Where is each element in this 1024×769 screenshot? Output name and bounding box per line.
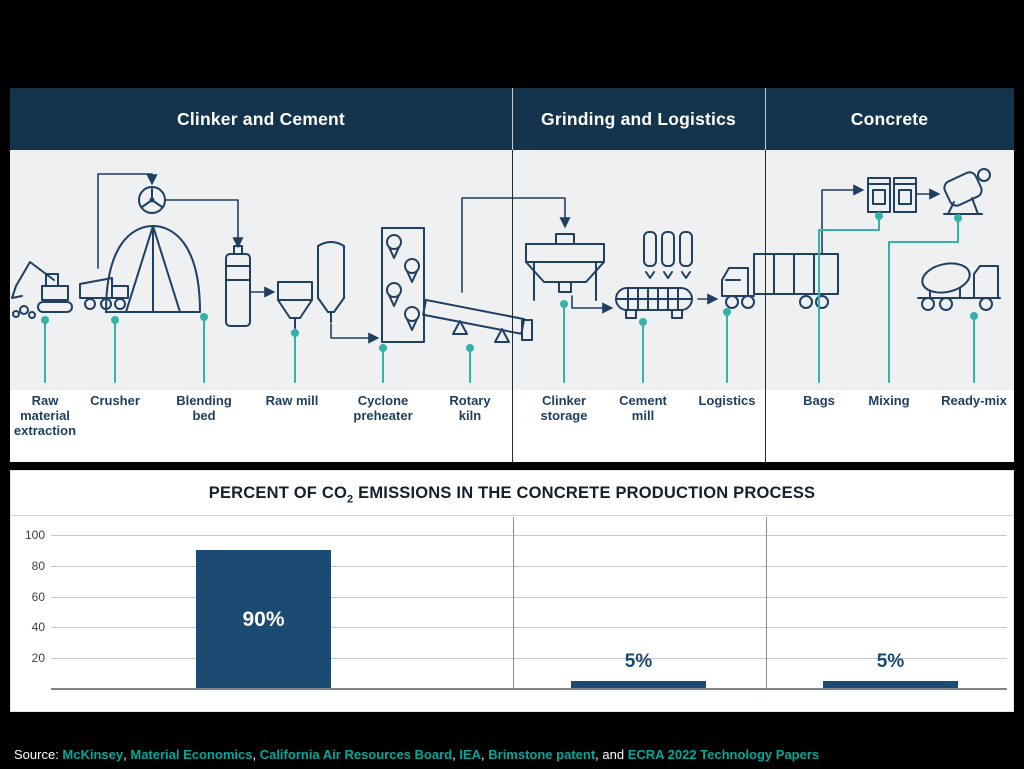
source-text: Source: McKinsey, Material Economics, Ca…	[14, 747, 819, 762]
source-link[interactable]: Material Economics	[130, 747, 253, 762]
silo-icon	[317, 241, 345, 323]
source-link[interactable]: Brimstone patent	[488, 747, 596, 762]
cement-bags-icon	[867, 177, 917, 213]
station-label-cement-mill: Cement mill	[619, 393, 667, 423]
section-divider-1	[512, 150, 513, 462]
station-label-raw-material-extraction: Raw material extraction	[13, 393, 77, 438]
process-illustration	[11, 168, 1001, 383]
header-divider-1	[512, 88, 513, 150]
clinker-storage-icon	[525, 233, 605, 301]
source-plain-text: Source:	[14, 747, 63, 762]
chart-section-divider-1	[513, 517, 514, 689]
station-label-bags: Bags	[803, 393, 835, 408]
chart-title-separator	[11, 515, 1013, 516]
station-connectors	[41, 212, 978, 383]
y-axis-tick-label: 20	[31, 651, 45, 666]
y-axis-tick-label: 80	[31, 558, 45, 573]
station-label-ready-mix: Ready-mix	[941, 393, 1007, 408]
source-link[interactable]: McKinsey	[62, 747, 124, 762]
station-label-clinker-storage: Clinker storage	[540, 393, 588, 423]
source-link[interactable]: IEA	[459, 747, 482, 762]
chart-title-post: EMISSIONS IN THE CONCRETE PRODUCTION PRO…	[353, 484, 816, 502]
cement-mill-icon	[615, 287, 693, 319]
gridline	[51, 596, 1007, 598]
chart-title: PERCENT OF CO2 EMISSIONS IN THE CONCRETE…	[11, 471, 1013, 515]
gridline	[51, 565, 1007, 567]
cement-silos-icon	[643, 231, 693, 279]
emissions-chart-block: PERCENT OF CO2 EMISSIONS IN THE CONCRETE…	[10, 470, 1014, 712]
excavator-icon	[11, 261, 73, 319]
station-label-crusher: Crusher	[90, 393, 140, 408]
chart-section-divider-2	[766, 517, 767, 689]
station-label-logistics: Logistics	[698, 393, 756, 408]
bar-clinker-cement: 90%	[196, 550, 331, 689]
station-label-cyclone-preheater: Cyclone preheater	[353, 393, 413, 423]
raw-feed-silo-icon	[225, 245, 251, 327]
source-plain-text: ,	[123, 747, 131, 762]
mixer-icon	[943, 168, 991, 215]
ready-mix-truck-icon	[917, 262, 1001, 311]
semi-truck-icon	[721, 253, 839, 309]
bar-grinding-logistics	[571, 681, 706, 689]
station-label-raw-mill: Raw mill	[265, 393, 319, 408]
bar-value-label-concrete: 5%	[876, 651, 905, 672]
dump-truck-icon	[79, 277, 129, 310]
header-divider-2	[765, 88, 766, 150]
source-plain-text: ,	[252, 747, 260, 762]
section-header-concrete: Concrete	[850, 108, 929, 129]
station-label-blending-bed: Blending bed	[176, 393, 232, 423]
chart-title-pre: PERCENT OF CO	[208, 484, 348, 502]
chart-title-subscript: 2	[347, 493, 354, 506]
station-label-rotary-kiln: Rotary kiln	[449, 393, 491, 423]
chart-plot: 90% 5% 5% 100 80 60 40 20	[25, 528, 1007, 690]
bar-value-label-clinker-cement: 90%	[242, 607, 285, 631]
gridline	[51, 658, 1007, 660]
y-axis-tick-label: 40	[31, 620, 45, 635]
process-flow-block: Clinker and Cement Grinding and Logistic…	[10, 88, 1014, 462]
x-axis-baseline	[51, 688, 1007, 690]
station-label-mixing: Mixing	[868, 393, 910, 408]
hopper-icon	[277, 281, 313, 329]
source-plain-text: ,	[481, 747, 489, 762]
blending-dome-icon	[105, 225, 201, 313]
source-plain-text: , and	[595, 747, 628, 762]
y-axis-tick-label: 100	[24, 528, 45, 542]
source-band: Source: McKinsey, Material Economics, Ca…	[0, 712, 1024, 769]
flow-arrows	[97, 173, 941, 344]
section-header-clinker-cement: Clinker and Cement	[177, 108, 345, 129]
bar-value-label-grinding-logistics: 5%	[624, 651, 653, 672]
y-axis-tick-label: 60	[31, 589, 45, 604]
bar-concrete	[823, 681, 958, 689]
fan-icon	[138, 186, 166, 214]
source-link[interactable]: California Air Resources Board	[259, 747, 453, 762]
cyclone-preheater-icon	[381, 227, 425, 343]
gridline	[51, 627, 1007, 629]
source-link[interactable]: ECRA 2022 Technology Papers	[627, 747, 820, 762]
source-plain-text: ,	[452, 747, 460, 762]
gridline	[51, 535, 1007, 536]
rotary-kiln-icon	[422, 299, 533, 343]
section-header-grinding-logistics: Grinding and Logistics	[541, 108, 736, 129]
section-divider-2	[765, 150, 766, 462]
